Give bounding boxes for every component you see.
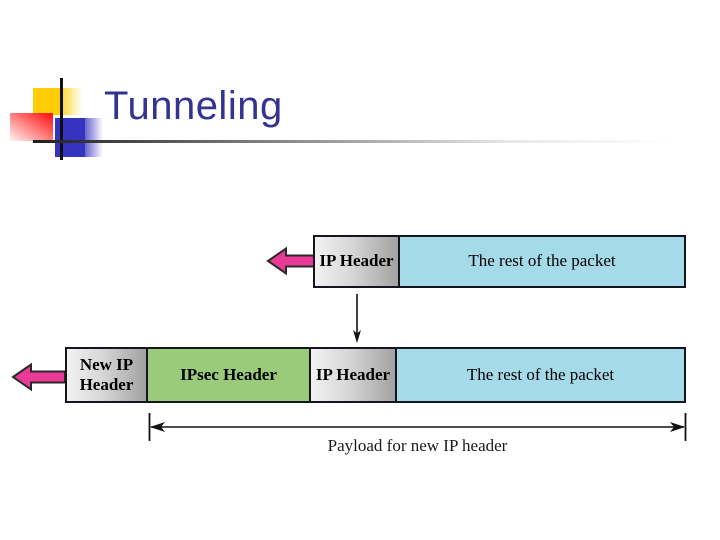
title-underline — [33, 140, 670, 143]
decor-yellow-square — [33, 88, 62, 115]
payload-span-label: Payload for new IP header — [327, 436, 508, 455]
decor-yellow-square-fade — [62, 88, 82, 115]
left-arrow-icon — [11, 362, 66, 392]
original-packet-row: IP Header The rest of the packet — [313, 235, 686, 288]
decor-blue-square-fade — [85, 118, 103, 157]
ipsec-header-box: IPsec Header — [148, 349, 311, 401]
tunneled-packet-row: New IP Header IPsec Header IP Header The… — [65, 347, 686, 403]
span-arrow-icon — [148, 413, 687, 441]
decor-vertical-line — [60, 78, 63, 160]
ip-header-box: IP Header — [311, 349, 397, 401]
left-arrow-icon — [266, 246, 315, 276]
rest-of-packet-box: The rest of the packet — [400, 237, 684, 286]
rest-of-packet-box: The rest of the packet — [397, 349, 684, 401]
ip-header-box: IP Header — [315, 237, 400, 286]
new-ip-header-box: New IP Header — [67, 349, 148, 401]
decor-red-square — [10, 113, 53, 141]
slide-title: Tunneling — [104, 84, 283, 128]
down-arrow-icon — [353, 294, 361, 343]
